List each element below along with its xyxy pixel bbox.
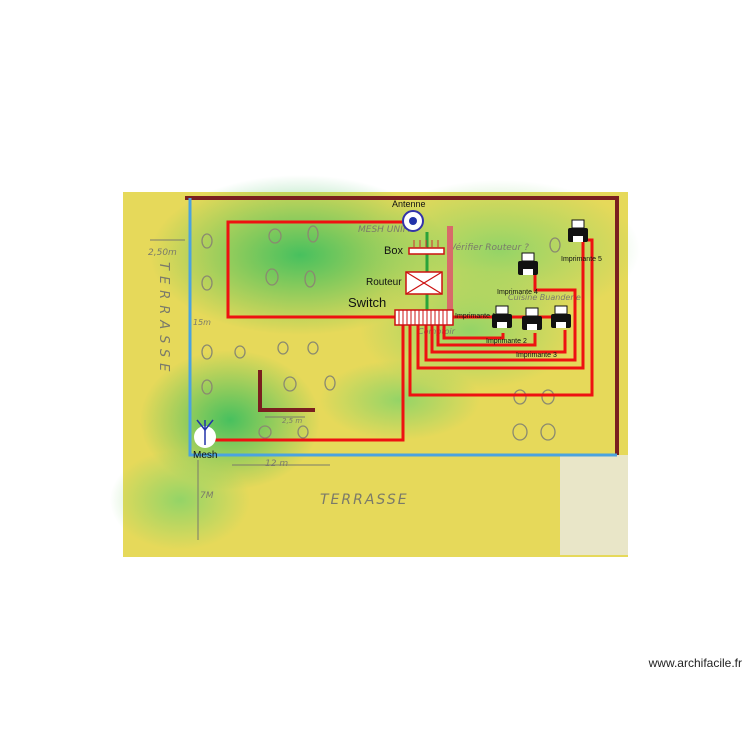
verifier-routeur-note: Vérifier Routeur ? [450, 242, 529, 253]
antenna-device [402, 210, 424, 232]
dimension-small: 2,5 m [282, 417, 302, 425]
mesh-label: Mesh [193, 450, 217, 461]
router-label: Routeur [366, 277, 402, 288]
imprimante-4-label: Imprimante 4 [497, 289, 538, 296]
imprimante-2-label: Imprimante 2 [486, 338, 527, 345]
printer-imprimante-5 [568, 219, 588, 242]
outside-area [560, 455, 628, 555]
mesh-access-point [194, 419, 216, 448]
box-label: Box [384, 245, 403, 257]
walls [185, 196, 619, 457]
wall-blue-left-bottom [188, 198, 617, 457]
dimension-top-left: 2,50m [148, 248, 177, 258]
watermark-text: www.archifacile.fr [648, 656, 742, 670]
dimension-down: 7M [200, 491, 214, 501]
cuisine-note: Cuisine Buanderie [508, 293, 581, 302]
cable-loop-left [226, 220, 413, 319]
printer-imprimante-1 [492, 305, 512, 328]
wall-l-shape [258, 370, 315, 412]
printer-imprimante-3 [551, 305, 571, 328]
mesh-unifi-note: MESH UNIFI [358, 225, 411, 235]
terrasse-left-note: TERRASSE [156, 262, 171, 377]
wifi-coverage-heatmap [110, 175, 640, 550]
printer-imprimante-4 [518, 252, 538, 275]
cable-to-imprimante-2 [436, 325, 537, 347]
box-device [408, 240, 445, 255]
cable-to-imprimante-1 [442, 325, 505, 340]
imprimante-3-label: Imprimante 3 [516, 352, 557, 359]
wall-top-right [185, 196, 619, 455]
dimension-bottom: 12 m [265, 459, 288, 469]
switch-label: Switch [348, 295, 386, 310]
antenna-cable-pink [447, 226, 453, 311]
printer-imprimante-2 [522, 307, 542, 330]
sketch-circles [201, 225, 561, 441]
dimension-lines [150, 239, 330, 540]
cable-to-imprimante-4 [424, 275, 577, 362]
cable-to-imprimante-3 [430, 325, 567, 354]
terrasse-bottom-note: TERRASSE [320, 492, 409, 508]
network-cables [208, 220, 594, 442]
imprimante-5-label: Imprimante 5 [561, 256, 602, 263]
imprimante-1-label: Imprimante 1 [455, 313, 496, 320]
router-device [405, 271, 443, 295]
switch-device [394, 309, 454, 326]
dimension-left: 15m [193, 318, 211, 327]
cable-to-imprimante-5 [416, 240, 585, 370]
cable-mesh [208, 325, 405, 442]
antenna-label: Antenne [392, 199, 426, 209]
